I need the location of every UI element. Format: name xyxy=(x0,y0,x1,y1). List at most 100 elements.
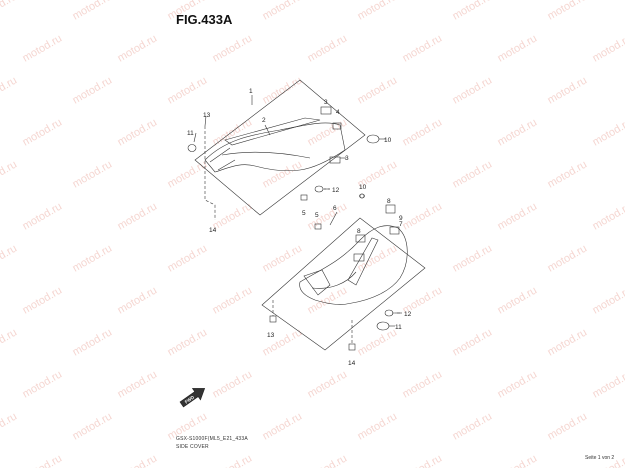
watermark-text: motod.ru xyxy=(591,368,625,400)
watermark-text: motod.ru xyxy=(166,158,210,190)
watermark-text: motod.ru xyxy=(451,74,495,106)
callout-10a: 10 xyxy=(384,137,392,144)
watermark-text: motod.ru xyxy=(211,32,255,64)
watermark-text: motod.ru xyxy=(496,200,540,232)
watermark-text: motod.ru xyxy=(496,116,540,148)
watermark-text: motod.ru xyxy=(496,284,540,316)
watermark-text: motod.ru xyxy=(21,368,65,400)
watermark-text: motod.ru xyxy=(401,452,445,468)
callout-labels: 1 2 3 4 3 5 5 6 7 8 8 9 10 10 11 11 12 1… xyxy=(187,88,412,367)
callout-8b: 8 xyxy=(357,228,361,235)
watermark-text: motod.ru xyxy=(211,284,255,316)
watermark-text: motod.ru xyxy=(306,368,350,400)
upper-side-cover xyxy=(187,79,380,230)
watermark-text: motod.ru xyxy=(261,0,305,23)
watermark-text: motod.ru xyxy=(166,74,210,106)
watermark-text: motod.ru xyxy=(116,452,160,468)
lower-cover-shape xyxy=(299,225,408,305)
watermark-text: motod.ru xyxy=(116,200,160,232)
watermark-text: motod.ru xyxy=(451,326,495,358)
watermark-text: motod.ru xyxy=(71,74,115,106)
callout-1: 1 xyxy=(249,88,253,95)
page-number: Seite 1 von 2 xyxy=(585,455,615,461)
callout-11a: 11 xyxy=(187,130,194,137)
watermark-text: motod.ru xyxy=(546,0,590,23)
watermark-text: motod.ru xyxy=(211,116,255,148)
watermark-text: motod.ru xyxy=(306,116,350,148)
watermark-text: motod.ru xyxy=(21,32,65,64)
watermark-text: motod.ru xyxy=(21,200,65,232)
watermark-text: motod.ru xyxy=(451,158,495,190)
leader-lines xyxy=(193,95,402,327)
watermark-text: motod.ru xyxy=(356,326,400,358)
watermark-text: motod.ru xyxy=(546,158,590,190)
callout-8a: 8 xyxy=(387,198,391,205)
callout-4: 4 xyxy=(336,109,340,116)
watermark-text: motod.ru xyxy=(0,410,19,442)
fwd-label: FWD xyxy=(184,394,196,404)
watermark-text: motod.ru xyxy=(21,284,65,316)
watermark-text: motod.ru xyxy=(546,326,590,358)
watermark-text: motod.ru xyxy=(356,242,400,274)
watermark-text: motod.ru xyxy=(261,410,305,442)
watermark-text: motod.ru xyxy=(71,326,115,358)
figure-description: SIDE COVER xyxy=(176,444,209,450)
watermark-text: motod.ru xyxy=(591,32,625,64)
callout-13b: 13 xyxy=(267,332,275,339)
watermark-text: motod.ru xyxy=(116,368,160,400)
watermark-text: motod.ru xyxy=(546,242,590,274)
callout-12a: 12 xyxy=(332,187,340,194)
watermark-text: motod.ru xyxy=(71,242,115,274)
callout-12b: 12 xyxy=(404,311,412,318)
watermark-text: motod.ru xyxy=(306,284,350,316)
callout-6: 6 xyxy=(333,205,337,212)
watermark-text: motod.ru xyxy=(496,452,540,468)
callout-11b: 11 xyxy=(395,324,402,331)
watermark-text: motod.ru xyxy=(591,200,625,232)
callout-14b: 14 xyxy=(348,360,356,367)
watermark-text: motod.ru xyxy=(211,200,255,232)
fwd-arrow-icon: FWD xyxy=(179,388,206,408)
watermark-text: motod.ru xyxy=(0,326,19,358)
callout-10b: 10 xyxy=(359,184,367,191)
callout-2: 2 xyxy=(262,117,266,124)
watermark-text: motod.ru xyxy=(21,452,65,468)
watermark-text: motod.ru xyxy=(116,284,160,316)
watermark-text: motod.ru xyxy=(166,242,210,274)
watermark-text: motod.ru xyxy=(0,242,19,274)
watermark-text: motod.ru xyxy=(496,32,540,64)
watermark-text: motod.ru xyxy=(496,368,540,400)
watermark-text: motod.ru xyxy=(401,368,445,400)
watermark-text: motod.ru xyxy=(591,284,625,316)
callout-5a: 5 xyxy=(302,210,306,217)
watermark-text: motod.ru xyxy=(261,74,305,106)
watermark-text: motod.ru xyxy=(591,116,625,148)
watermark-text: motod.ru xyxy=(211,452,255,468)
callout-3b: 3 xyxy=(345,155,349,162)
watermark-text: motod.ru xyxy=(21,116,65,148)
watermark-text: motod.ru xyxy=(356,410,400,442)
watermark-text: motod.ru xyxy=(0,74,19,106)
watermark-text: motod.ru xyxy=(116,32,160,64)
watermark-text: motod.ru xyxy=(306,452,350,468)
callout-3a: 3 xyxy=(324,99,328,106)
watermark-text: motod.ru xyxy=(116,116,160,148)
callout-13a: 13 xyxy=(203,112,211,119)
watermark-text: motod.ru xyxy=(211,368,255,400)
watermark-text: motod.ru xyxy=(401,116,445,148)
watermark-text: motod.ru xyxy=(401,200,445,232)
callout-9: 9 xyxy=(399,215,403,222)
upper-cover-shape xyxy=(204,122,346,173)
watermark-text: motod.ru xyxy=(546,74,590,106)
watermark-text: motod.ru xyxy=(356,74,400,106)
watermark-text: motod.ru xyxy=(451,242,495,274)
watermark-text: motod.ru xyxy=(451,0,495,23)
figure-title: FIG.433A xyxy=(176,12,233,27)
watermark-text: motod.ru xyxy=(401,32,445,64)
model-code: GSX-S1000F(ML5_E21_433A xyxy=(176,436,248,442)
watermark-text: motod.ru xyxy=(71,158,115,190)
callout-14a: 14 xyxy=(209,227,217,234)
watermark-text: motod.ru xyxy=(0,158,19,190)
